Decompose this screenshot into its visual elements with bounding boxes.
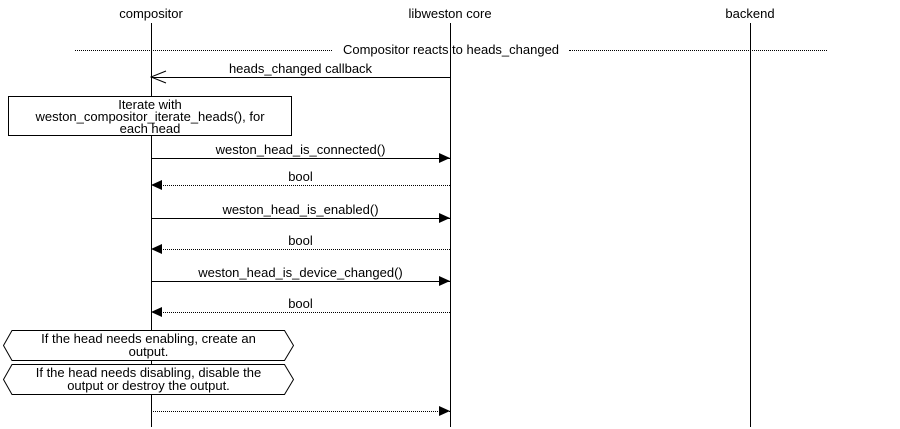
filled-arrowhead-right-icon: [439, 153, 450, 163]
divider-line-left: [75, 50, 332, 51]
note-head-enabling-text: If the head needs enabling, create an ou…: [41, 331, 256, 359]
filled-arrowhead-left-icon: [151, 307, 162, 317]
divider-line-right: [569, 50, 827, 51]
divider-label: Compositor reacts to heads_changed: [342, 42, 560, 57]
message-3-line: [151, 185, 450, 186]
filled-arrowhead-right-icon: [439, 276, 450, 286]
message-6-line: [151, 281, 450, 282]
hexagon-border: [3, 364, 294, 395]
message-4-line: [151, 218, 450, 219]
note-head-disabling: If the head needs disabling, disable the…: [3, 364, 294, 395]
lifeline-backend: [750, 23, 751, 427]
message-2-label: weston_head_is_connected(): [215, 142, 386, 157]
lifeline-compositor: [151, 23, 152, 427]
message-5-line: [151, 249, 450, 250]
filled-arrowhead-left-icon: [151, 244, 162, 254]
participant-compositor: compositor: [119, 6, 183, 21]
filled-arrowhead-left-icon: [151, 180, 162, 190]
message-4-label: weston_head_is_enabled(): [222, 202, 379, 217]
message-2-line: [151, 158, 450, 159]
message-6-label: weston_head_is_device_changed(): [198, 265, 403, 280]
message-7-line: [151, 312, 450, 313]
hexagon-border: [3, 330, 294, 361]
filled-arrowhead-right-icon: [439, 406, 450, 416]
participant-libweston-core: libweston core: [408, 6, 492, 21]
message-1-label: heads_changed callback: [228, 61, 373, 76]
message-1-line: [151, 77, 450, 78]
filled-arrowhead-right-icon: [439, 213, 450, 223]
note-head-disabling-text: If the head needs disabling, disable the…: [35, 365, 262, 393]
message-3-label: bool: [288, 169, 313, 184]
note-iterate-heads: Iterate with weston_compositor_iterate_h…: [8, 96, 292, 136]
lifeline-libweston-core: [450, 23, 451, 427]
participant-backend: backend: [725, 6, 775, 21]
message-5-label: bool: [288, 233, 313, 248]
message-7-label: bool: [288, 296, 313, 311]
open-arrowhead-left-icon: [150, 70, 167, 84]
note-head-enabling: If the head needs enabling, create an ou…: [3, 330, 294, 361]
message-8-line: [151, 411, 450, 412]
